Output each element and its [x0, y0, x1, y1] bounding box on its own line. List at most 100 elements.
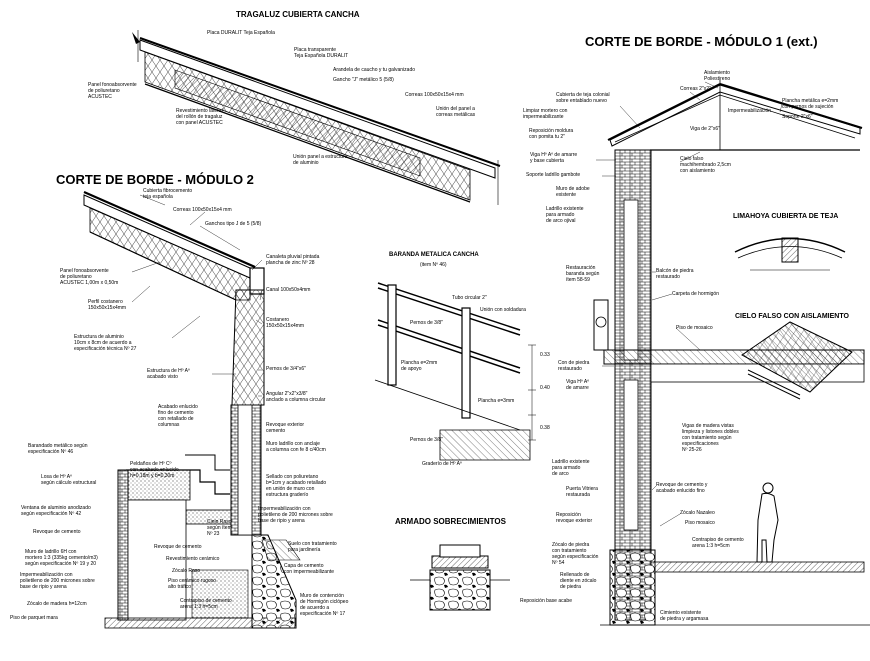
- note-label: Con de piedra restaurado: [558, 360, 590, 372]
- note-label: Gancho "J" metálico 5 (5/8): [333, 77, 394, 83]
- note-label: Correas 100x50x15x4 mm: [173, 207, 232, 213]
- note-label: Piso cerámico rugoso alto tráfico: [168, 578, 217, 590]
- title-armado: ARMADO SOBRECIMIENTOS: [395, 517, 506, 526]
- dim-label: 0.38: [540, 425, 550, 431]
- note-label: Placa transparente Teja Española DURALIT: [294, 47, 349, 59]
- note-label: Plancha e=3mm: [478, 398, 515, 404]
- dim-label: 0.33: [540, 352, 550, 358]
- note-label: Zócalo Raso: [172, 568, 201, 574]
- note-label: Placa DURALIT Teja Española: [207, 30, 275, 36]
- note-label: Vigas de madera vistas limpieza y liston…: [682, 423, 739, 453]
- note-label: Zócalo Nazaleo: [680, 510, 715, 516]
- note-label: Perfil costanero 150x50x15x4mm: [88, 299, 127, 311]
- limahoya-detail: [734, 237, 846, 271]
- tragaluz-detail: [132, 30, 501, 205]
- note-label: Suelo con tratamiento para jardinería: [288, 541, 337, 553]
- note-label: Cielo Raso según ítem Nº 23: [207, 519, 232, 537]
- note-label: Pernos de 3/4"x6": [266, 366, 306, 372]
- note-label: Panel fonoabsorvente de poliuretano ACUS…: [60, 268, 119, 286]
- note-label: Arandela de caucho y tu galvanizado: [333, 67, 416, 73]
- note-label: Barandado metálico según especificación …: [28, 443, 88, 455]
- note-label: Pernos de 3/8": [410, 320, 443, 326]
- note-label: Peldaños de Hº Cº con acabado enlucido h…: [130, 461, 179, 479]
- note-label: Balcón de piedra restaurado: [656, 268, 694, 280]
- note-label: Muro ladrillo con anclaje a columna con …: [266, 441, 326, 453]
- dim-label: 0.40: [540, 385, 550, 391]
- note-label: Zócalo de piedra con tratamiento según e…: [552, 542, 599, 566]
- note-label: Ladrillo existente para armado de arco: [552, 459, 590, 477]
- title-cielo-falso: CIELO FALSO CON AISLAMIENTO: [735, 313, 849, 320]
- note-label: Plancha e=2mm de apoyo: [401, 360, 438, 372]
- note-label: Carpeta de hormigón: [672, 291, 719, 297]
- note-label: Cubierta fibrocemento teja española: [143, 188, 193, 200]
- note-label: Piso mosaico: [685, 520, 715, 526]
- note-label: Impermeabilización: [728, 108, 772, 114]
- note-label: Revoque de cemento: [33, 529, 81, 535]
- note-label: Reposición moldura con pomita tu 2": [529, 128, 574, 140]
- note-label: Tubo circular 2": [452, 295, 487, 301]
- note-label: Viga Hº Aº de amarre y base cubierta: [530, 152, 578, 164]
- note-label: Ganchos tipo J de 5 (5/8): [205, 221, 262, 227]
- modulo1-section: [593, 80, 870, 626]
- note-label: Revoque de cemento y acabado enlucido fi…: [656, 482, 708, 494]
- title-tragaluz: TRAGALUZ CUBIERTA CANCHA: [236, 10, 360, 19]
- cielo-falso-detail: [741, 321, 853, 400]
- note-label: Correas 100x50x15x4 mm: [405, 92, 464, 98]
- note-label: Puerta Vitriera restaurada: [566, 486, 598, 498]
- title-limahoya: LIMAHOYA CUBIERTA DE TEJA: [733, 213, 839, 220]
- note-label: Viga Hº Aº de amarre: [566, 379, 590, 391]
- note-label: Angular 2"x2"x3/8" anclado a columna cir…: [266, 391, 326, 403]
- note-label: Piso de mosaico: [676, 325, 713, 331]
- note-label: Sellado con poliuretano b=1cm y acabado …: [266, 474, 327, 498]
- note-label: Revoque de cemento: [154, 544, 202, 550]
- modulo2-section: [83, 190, 301, 629]
- note-label: Contrapiso de cemento arena 1:3 h=5cm: [180, 598, 232, 610]
- note-label: Revestimiento cerámico: [166, 556, 220, 562]
- note-label: Correas 2"x2": [680, 86, 711, 92]
- note-label: Ladrillo existente para armado de arco o…: [546, 206, 584, 224]
- note-label: Restauración baranda según ítem 58-59: [566, 265, 600, 283]
- note-label: Viga de 2"x6": [690, 126, 720, 132]
- note-label: Muro de ladrillo 6H con mortero 1:3 (335…: [25, 549, 98, 567]
- note-label: Losa de Hº Aº según cálculo estructural: [41, 474, 97, 486]
- note-label: Reposición base acabe: [520, 598, 572, 604]
- title-modulo1: CORTE DE BORDE - MÓDULO 1 (ext.): [585, 34, 818, 49]
- title-baranda: BARANDA METALICA CANCHA: [389, 252, 479, 258]
- note-label: Aislamiento Poliestireno: [704, 70, 731, 82]
- note-label: Zócalo de madera h=12cm: [27, 601, 87, 607]
- baranda-detail: [374, 282, 536, 461]
- note-label: Soporte ladrillo gambote: [526, 172, 581, 178]
- note-label: Canal 100x50x4mm: [266, 287, 311, 293]
- note-label: Rellenado de diente en zócalo de piedra: [560, 572, 597, 590]
- note-label: Capa de cemento con impermeabilizante: [284, 563, 335, 575]
- note-label: Revestimiento lateral del rollón de trag…: [176, 108, 223, 126]
- note-label: Estructura de aluminio 10cm x 8cm de acu…: [74, 334, 137, 352]
- note-label: Muro de contención de Hormigón ciclópeo …: [300, 593, 349, 617]
- note-label: Revoque exterior cemento: [266, 422, 305, 434]
- note-label: Soporte 2"x6": [782, 114, 813, 120]
- note-label: Cielo falso machihembrado 2,5cm con aisl…: [680, 156, 731, 174]
- note-label: Piso de parquet mara: [10, 615, 58, 621]
- note-label: Limpiar mortero con impermeabilizante: [523, 108, 568, 120]
- note-label: Acabado enlucido fino de cemento con ret…: [158, 404, 198, 428]
- note-label: Panel fonoabsorvente de poliuretano ACUS…: [88, 82, 137, 100]
- note-label: Costanero 150x50x15x4mm: [266, 317, 305, 329]
- note-label: Cimiento existente de piedra y argamasa: [660, 610, 709, 622]
- note-label: Unión del panel a correas metálicas: [436, 106, 476, 118]
- title-modulo2: CORTE DE BORDE - MÓDULO 2: [56, 172, 254, 187]
- armado-detail: [410, 544, 510, 611]
- note-label: Estructura de Hº Aº acabado visto: [147, 368, 190, 380]
- note-label: Cubierta de teja colonial sobre entablad…: [556, 92, 610, 104]
- note-label: Unión panel a estructura de aluminio: [293, 154, 348, 166]
- note-label: Pernos de 3/8": [410, 437, 443, 443]
- note-label: Canaleta pluvial pintada plancha de zinc…: [266, 254, 320, 266]
- note-label: Impermeabilización con polietileno de 20…: [20, 572, 95, 590]
- note-label: Reposición revoque exterior: [556, 512, 593, 524]
- note-label: Graderío de Hº Aº: [422, 461, 462, 467]
- note-label: Ventana de aluminio anodizado según espe…: [21, 505, 91, 517]
- person-figure: [756, 482, 779, 563]
- note-label: Contrapiso de cemento arena 1:3 h=5cm: [692, 537, 744, 549]
- note-label: Muro de adobe existente: [556, 186, 590, 198]
